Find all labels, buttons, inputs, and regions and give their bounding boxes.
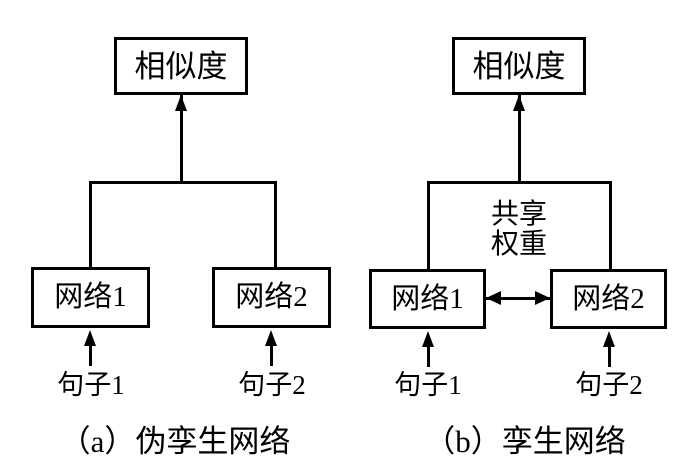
merge-bracket-horizontal-a: [89, 181, 277, 184]
shared-weight-arrow-shaft: [486, 297, 550, 300]
sentence-left-label-b: 句子1: [394, 370, 462, 400]
sentence-right-arrow-head-b: [603, 331, 615, 347]
similarity-arrow-shaft-a: [180, 95, 183, 183]
sentence-right-arrow-head-a: [265, 330, 277, 346]
similarity-box-b: 相似度: [452, 37, 586, 95]
shared-weight-arrow-head-right: [535, 291, 550, 305]
caption-b: （b）孪生网络: [424, 424, 626, 459]
similarity-arrow-head-b: [513, 95, 525, 111]
caption-a: （a）伪孪生网络: [59, 424, 291, 459]
sentence-right-label-a: 句子2: [238, 370, 306, 400]
shared-weight-arrow-head-left: [486, 291, 501, 305]
shared-weight-line-2: 权重: [490, 228, 547, 260]
network-right-box-a: 网络2: [212, 267, 331, 328]
merge-bracket-left-leg-b: [427, 181, 430, 271]
sentence-left-arrow-shaft-a: [89, 336, 92, 366]
panel-siamese-network: 相似度 共享 权重 网络1 网络2 句子1 句子2 （b）孪生网络: [350, 0, 700, 475]
similarity-arrow-shaft-b: [518, 95, 521, 183]
similarity-arrow-head-a: [175, 95, 187, 111]
similarity-box-a: 相似度: [114, 37, 248, 95]
sentence-left-label-a: 句子1: [57, 370, 125, 400]
merge-bracket-left-leg-a: [89, 181, 92, 269]
merge-bracket-right-leg-b: [609, 181, 612, 271]
sentence-right-label-b: 句子2: [575, 370, 643, 400]
network-left-box-b: 网络1: [369, 269, 486, 329]
sentence-left-arrow-head-a: [84, 330, 96, 346]
network-left-box-a: 网络1: [31, 267, 150, 328]
merge-bracket-horizontal-b: [427, 181, 612, 184]
panel-pseudo-siamese-network: 相似度 网络1 网络2 句子1 句子2 （a）伪孪生网络: [31, 37, 331, 459]
shared-weight-line-1: 共享: [490, 199, 547, 230]
sentence-right-arrow-shaft-a: [270, 336, 273, 366]
sentence-left-arrow-shaft-b: [427, 337, 430, 367]
sentence-left-arrow-head-b: [422, 331, 434, 347]
sentence-right-arrow-shaft-b: [608, 337, 611, 367]
network-right-box-b: 网络2: [550, 269, 667, 329]
shared-weight-label: 共享 权重: [469, 200, 569, 260]
merge-bracket-right-leg-a: [274, 181, 277, 269]
